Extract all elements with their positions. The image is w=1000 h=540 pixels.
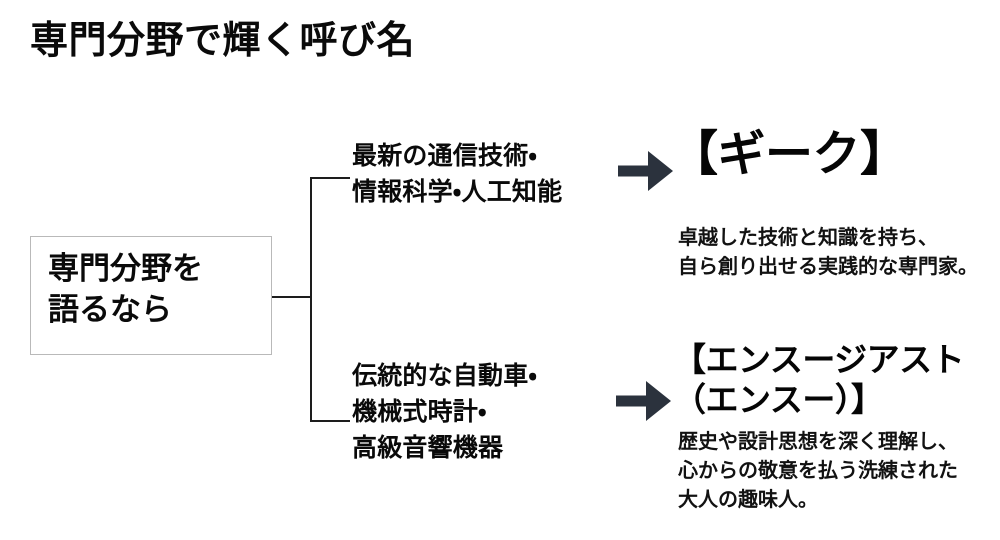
result-description-enthusiast: 歴史や設計思想を深く理解し、 心からの敬意を払う洗練された 大人の趣味人。 — [678, 431, 958, 511]
source-node-box: 専門分野を 語るなら — [30, 236, 272, 355]
result-term-enthusiast: 【エンスージアスト （エンスー）】 — [673, 341, 965, 419]
result-term-geek: 【ギーク】 — [670, 128, 908, 181]
branch-category-label-enthusiast: 伝統的な自動車・ 機械式時計・ 高級音響機器 — [352, 362, 538, 462]
arrow-right-icon — [616, 381, 671, 421]
branch-category-label-geek: 最新の通信技術・ 情報科学・人工知能 — [352, 142, 563, 206]
connector-branch-line-bottom — [310, 420, 350, 422]
connector-stem-line — [272, 296, 312, 298]
result-description-geek: 卓越した技術と知識を持ち、 自ら創り出せる実践的な専門家。 — [678, 227, 978, 278]
arrow-right-icon — [618, 151, 673, 191]
page-title: 専門分野で輝く呼び名 — [30, 20, 416, 62]
connector-branch-line-top — [310, 177, 350, 179]
source-node-label: 専門分野を 語るなら — [48, 251, 203, 328]
connector-spine-line — [310, 177, 312, 422]
